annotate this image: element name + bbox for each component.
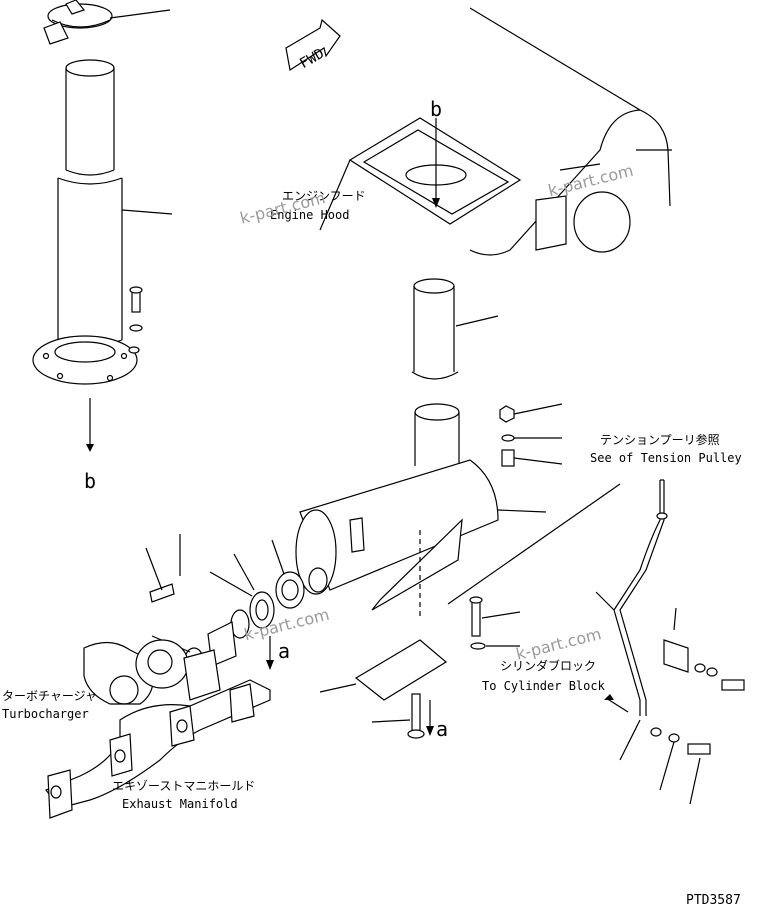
label-b-top: b xyxy=(430,97,442,121)
drawing-id: PTD3587 xyxy=(686,893,741,907)
muffler xyxy=(295,403,563,620)
exhaust-manifold-jp-label: エキゾーストマニホールド xyxy=(112,779,255,793)
tension-tube xyxy=(447,479,745,805)
inner-pipe xyxy=(411,278,499,380)
watermark: k-part.com xyxy=(514,624,603,664)
label-b-left: b xyxy=(84,469,96,493)
exhaust-manifold-en-label: Exhaust Manifold xyxy=(122,797,238,811)
cylinder-block-en-label: To Cylinder Block xyxy=(482,679,606,693)
label-a-right: a xyxy=(278,639,290,663)
tension-pulley-jp-label: テンションプーリ参照 xyxy=(600,432,720,447)
engine-hood xyxy=(319,7,672,256)
rain-cap xyxy=(43,0,171,45)
engine-hood-jp-label: エンジンフード xyxy=(282,189,366,203)
engine-hood-en-label: Engine Hood xyxy=(270,208,349,222)
fwd-arrow xyxy=(285,18,341,71)
exhaust-pipe xyxy=(32,59,173,452)
exhaust-manifold xyxy=(45,679,271,819)
turbocharger-en-label: Turbocharger xyxy=(2,707,89,721)
gasket-parts xyxy=(145,534,305,673)
cylinder-block-jp-label: シリンダブロック xyxy=(500,658,596,673)
turbocharger xyxy=(83,639,221,705)
label-a-bottom: a xyxy=(436,717,448,741)
tension-pulley-en-label: See of Tension Pulley xyxy=(590,451,742,465)
mount-bracket xyxy=(319,596,521,739)
turbocharger-jp-label: ターボチャージャ xyxy=(2,689,97,703)
